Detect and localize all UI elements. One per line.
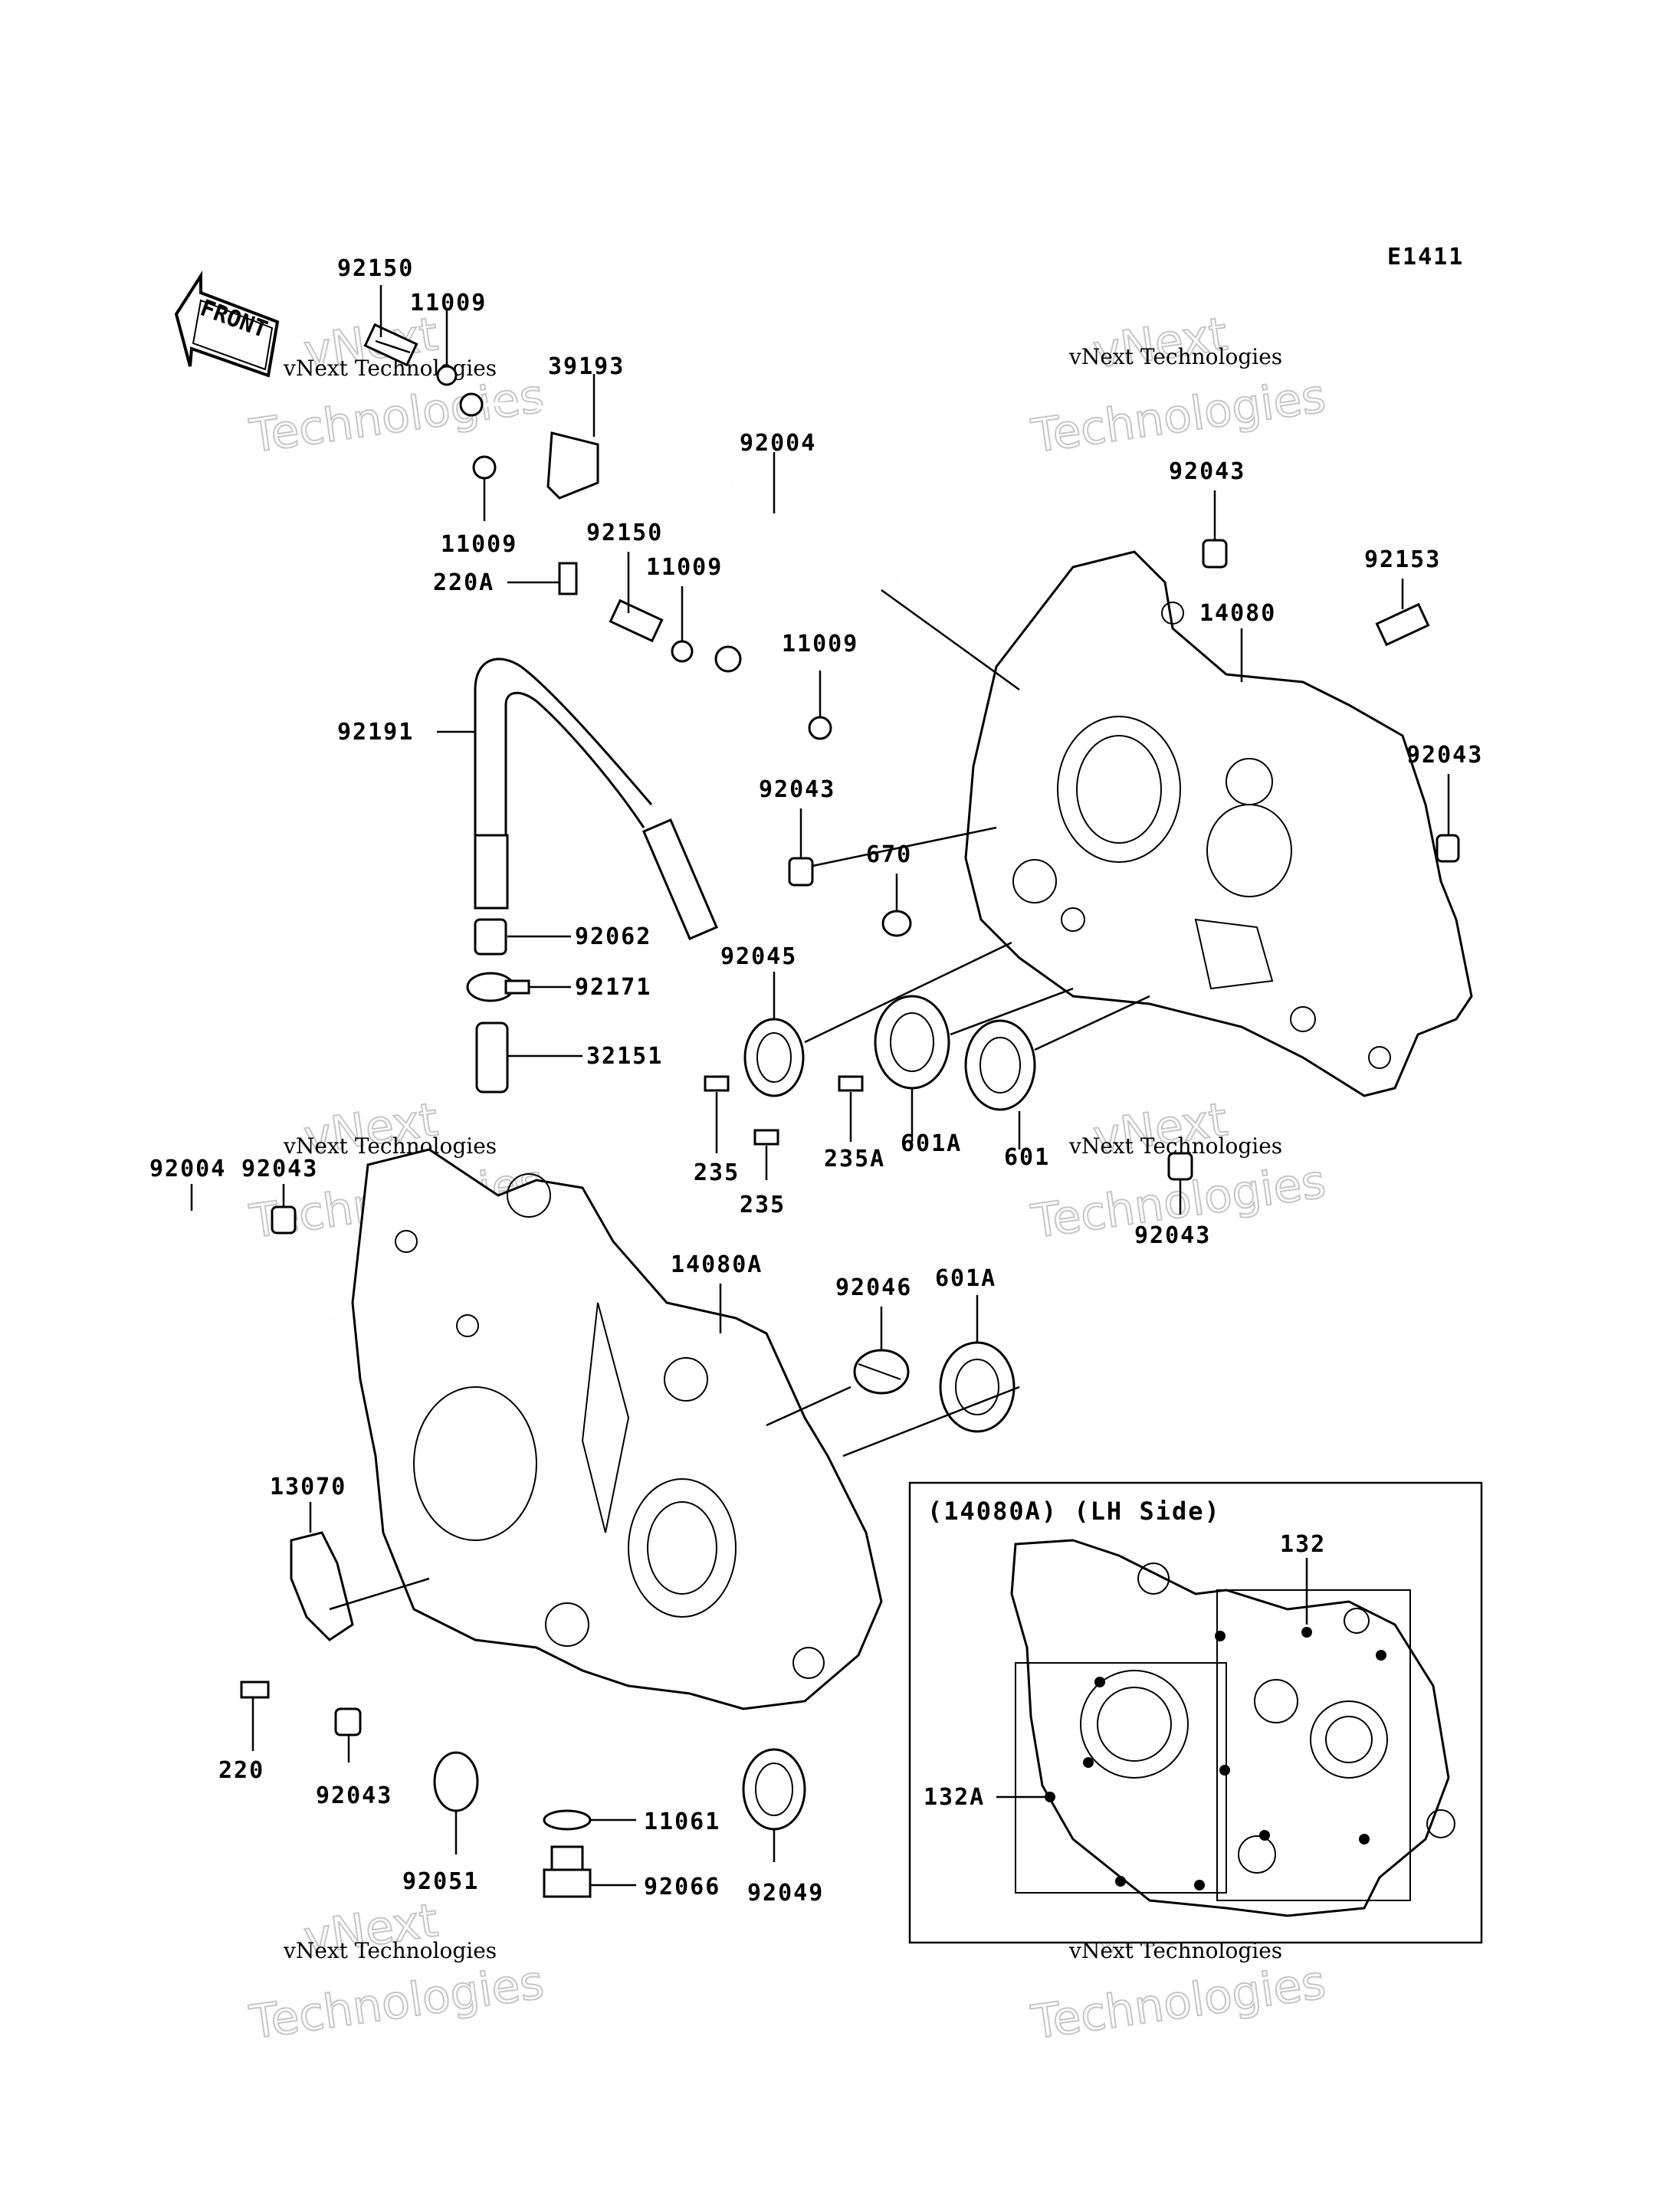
crankcase-left-14080A bbox=[351, 1148, 883, 1710]
dowel-92043-a bbox=[1202, 539, 1228, 569]
bolt-220A bbox=[558, 562, 578, 595]
label-92046: 92046 bbox=[835, 1274, 912, 1301]
label-92150-a: 92150 bbox=[337, 255, 414, 282]
bearing-601A-lower bbox=[939, 1341, 1016, 1433]
needle-bearing-92046 bbox=[853, 1349, 910, 1395]
label-32151: 32151 bbox=[586, 1043, 663, 1070]
dowel-92043-f bbox=[334, 1707, 362, 1736]
inset-lh-side: (14080A) (LH Side) 132 132A bbox=[908, 1481, 1483, 1944]
label-132: 132 bbox=[1280, 1531, 1326, 1558]
svg-text:Technologies: Technologies bbox=[246, 1956, 546, 2050]
screw-235-b bbox=[753, 1129, 779, 1146]
crankcase-right-14080 bbox=[964, 550, 1473, 1097]
pipe-32151 bbox=[475, 1021, 509, 1094]
watermark-top-left: Technologies vNext vNext Technologies bbox=[245, 307, 547, 464]
drain-plug-92066 bbox=[543, 1845, 592, 1898]
hose-92191 bbox=[474, 657, 718, 940]
label-92049: 92049 bbox=[747, 1880, 824, 1907]
label-92062: 92062 bbox=[575, 923, 651, 950]
oil-pipe-39193 bbox=[459, 392, 764, 673]
banjo-bolt-92150-top bbox=[363, 323, 418, 367]
svg-text:Technologies: Technologies bbox=[1028, 1956, 1328, 2050]
label-11061: 11061 bbox=[644, 1808, 720, 1835]
watermark-top-right: Technologies vNext vNext Technologies bbox=[1027, 307, 1329, 464]
label-92043-d: 92043 bbox=[1134, 1222, 1211, 1249]
label-92191: 92191 bbox=[337, 719, 414, 746]
label-601: 601 bbox=[1004, 1144, 1050, 1171]
watermark-bottom-left: Technologies vNext vNext Technologies bbox=[245, 1893, 547, 2051]
label-92066: 92066 bbox=[644, 1874, 720, 1900]
o-ring-670 bbox=[881, 910, 912, 937]
stud-92004-top bbox=[730, 480, 899, 582]
label-235-a: 235 bbox=[694, 1159, 740, 1186]
bolt-92153 bbox=[1375, 602, 1430, 647]
label-14080A: 14080A bbox=[671, 1251, 763, 1278]
label-92043-f: 92043 bbox=[316, 1782, 392, 1809]
dowel-92043-e bbox=[271, 1205, 297, 1235]
clamp-92171 bbox=[466, 972, 530, 1002]
label-92043-e: 92043 bbox=[241, 1156, 318, 1182]
label-601A-a: 601A bbox=[901, 1130, 962, 1157]
label-132A: 132A bbox=[924, 1784, 985, 1811]
oil-seal-92051 bbox=[433, 1751, 479, 1812]
oil-seal-92049 bbox=[742, 1748, 806, 1831]
label-11009-a: 11009 bbox=[410, 290, 487, 316]
label-11009-c: 11009 bbox=[646, 554, 723, 581]
bearing-601 bbox=[964, 1019, 1036, 1111]
dowel-92043-c bbox=[1436, 834, 1460, 863]
label-13070: 13070 bbox=[270, 1474, 346, 1500]
label-601A-b: 601A bbox=[935, 1265, 996, 1292]
stud-92004-left bbox=[147, 1208, 336, 1321]
label-220A: 220A bbox=[433, 569, 494, 596]
washer-11061 bbox=[543, 1809, 592, 1831]
banjo-bolt-92150-mid bbox=[609, 598, 664, 643]
screw-235-a bbox=[704, 1075, 730, 1092]
label-92150-b: 92150 bbox=[586, 520, 663, 546]
label-92043-a: 92043 bbox=[1169, 458, 1245, 485]
svg-text:vNext Technologies: vNext Technologies bbox=[283, 356, 497, 381]
label-92171: 92171 bbox=[575, 974, 651, 1001]
label-92051: 92051 bbox=[402, 1868, 479, 1895]
front-arrow-icon: FRONT bbox=[174, 271, 280, 378]
inset-title: (14080A) (LH Side) bbox=[927, 1497, 1221, 1526]
bolt-220 bbox=[240, 1681, 270, 1699]
washer-11009-d bbox=[808, 716, 832, 740]
label-11009-b: 11009 bbox=[441, 531, 517, 558]
washer-11009-c bbox=[671, 640, 694, 663]
label-92153: 92153 bbox=[1364, 546, 1441, 573]
svg-text:vNext Technologies: vNext Technologies bbox=[1068, 344, 1282, 369]
svg-text:Technologies: Technologies bbox=[246, 369, 546, 464]
label-92043-c: 92043 bbox=[759, 776, 835, 803]
leader-lines bbox=[190, 285, 1450, 1887]
label-14080: 14080 bbox=[1199, 600, 1276, 627]
label-39193: 39193 bbox=[548, 353, 625, 380]
label-235-b: 235 bbox=[740, 1192, 786, 1218]
svg-text:vNext Technologies: vNext Technologies bbox=[283, 1938, 497, 1963]
washer-11009-b bbox=[472, 455, 497, 480]
dowel-92043-d bbox=[1167, 1152, 1193, 1181]
label-92004-a: 92004 bbox=[740, 430, 816, 457]
oil-seal-92045 bbox=[743, 1018, 805, 1097]
guide-13070 bbox=[290, 1531, 354, 1641]
part-labels: 92150 11009 39193 11009 220A 92150 11009… bbox=[149, 255, 1483, 1907]
svg-text:vNext Technologies: vNext Technologies bbox=[283, 1133, 497, 1159]
screw-235A bbox=[838, 1075, 864, 1092]
label-92043-b: 92043 bbox=[1406, 742, 1483, 769]
diagram-code: E1411 bbox=[1387, 244, 1464, 271]
label-92004-b: 92004 bbox=[149, 1156, 226, 1182]
svg-text:Technologies: Technologies bbox=[1028, 369, 1328, 464]
label-235A: 235A bbox=[824, 1146, 885, 1172]
label-220: 220 bbox=[218, 1757, 264, 1784]
label-92045: 92045 bbox=[720, 943, 797, 970]
label-11009-d: 11009 bbox=[782, 631, 858, 657]
washer-11009-a bbox=[436, 365, 458, 386]
bearing-601A-top bbox=[874, 995, 950, 1090]
dowel-92043-b bbox=[788, 857, 814, 887]
damper-92062 bbox=[474, 918, 507, 956]
label-670: 670 bbox=[866, 841, 912, 868]
